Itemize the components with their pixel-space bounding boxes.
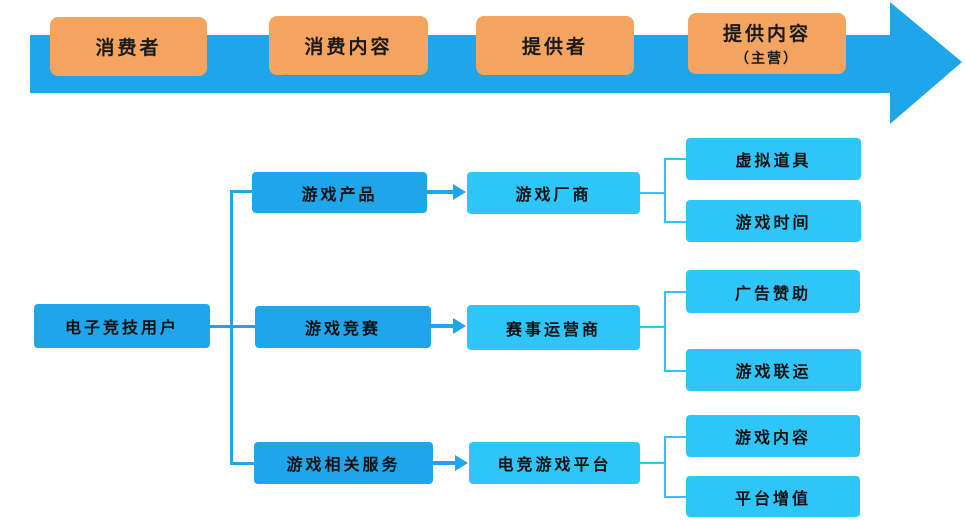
content-node-3a-label: 游戏内容 [734, 428, 811, 447]
category-node-1-label: 游戏产品 [301, 184, 378, 204]
stage-provided-content-sub: （主营） [735, 51, 799, 67]
connector-to-content-1a [664, 158, 686, 160]
arrow-category-2-to-provider [431, 318, 466, 334]
connector-provider-2-vertical [664, 291, 666, 371]
category-node-2: 游戏竞赛 [255, 306, 431, 348]
stage-provided-content: 提供内容 （主营） [688, 13, 846, 74]
content-node-1b: 游戏时间 [686, 200, 861, 242]
connector-to-category-3 [230, 462, 254, 465]
connector-to-content-3a [664, 436, 686, 438]
stage-provider: 提供者 [476, 16, 634, 75]
content-node-2b: 游戏联运 [686, 349, 861, 391]
category-node-2-label: 游戏竞赛 [304, 319, 381, 338]
stage-consumer: 消费者 [50, 17, 207, 76]
content-node-2b-label: 游戏联运 [735, 362, 812, 381]
content-node-1a: 虚拟道具 [686, 138, 861, 180]
connector-provider-3-vertical [664, 436, 666, 497]
connector-to-content-2b [664, 370, 686, 372]
provider-node-3: 电竞游戏平台 [469, 442, 640, 484]
connector-provider-2 [640, 326, 666, 328]
root-node: 电子竞技用户 [34, 304, 210, 348]
content-node-2a-label: 广告赞助 [734, 283, 811, 303]
provider-node-2: 赛事运营商 [467, 305, 640, 350]
stage-consumed-content-label: 消费内容 [304, 36, 393, 58]
provider-node-3-label: 电竞游戏平台 [497, 455, 612, 474]
connector-root [210, 325, 232, 328]
connector-to-content-3b [664, 496, 686, 498]
stage-provided-content-label: 提供内容 [722, 23, 811, 45]
connector-provider-3 [640, 462, 666, 464]
content-node-3b-label: 平台增值 [734, 488, 811, 508]
stage-provider-label: 提供者 [521, 36, 588, 58]
content-node-3a: 游戏内容 [686, 415, 860, 457]
root-node-label: 电子竞技用户 [64, 318, 179, 337]
connector-to-category-2 [230, 325, 255, 328]
content-node-3b: 平台增值 [686, 476, 860, 517]
connector-to-content-1b [664, 221, 686, 223]
stage-consumed-content: 消费内容 [269, 16, 428, 75]
content-node-1b-label: 游戏时间 [735, 213, 812, 232]
connector-provider-1 [640, 192, 666, 194]
provider-node-1: 游戏厂商 [467, 172, 640, 214]
category-node-3-label: 游戏相关服务 [286, 455, 401, 474]
connector-to-category-1 [230, 190, 252, 193]
stage-consumer-label: 消费者 [95, 37, 162, 59]
category-node-3: 游戏相关服务 [254, 442, 433, 484]
arrow-category-3-to-provider [433, 455, 468, 471]
connector-to-content-2a [664, 291, 686, 293]
category-node-1: 游戏产品 [252, 172, 427, 213]
arrow-category-1-to-provider [427, 184, 466, 200]
provider-node-2-label: 赛事运营商 [505, 319, 601, 339]
provider-node-1-label: 游戏厂商 [515, 185, 592, 204]
connector-provider-1-vertical [664, 158, 666, 222]
content-node-2a: 广告赞助 [686, 270, 860, 313]
content-node-1a-label: 虚拟道具 [735, 151, 812, 170]
